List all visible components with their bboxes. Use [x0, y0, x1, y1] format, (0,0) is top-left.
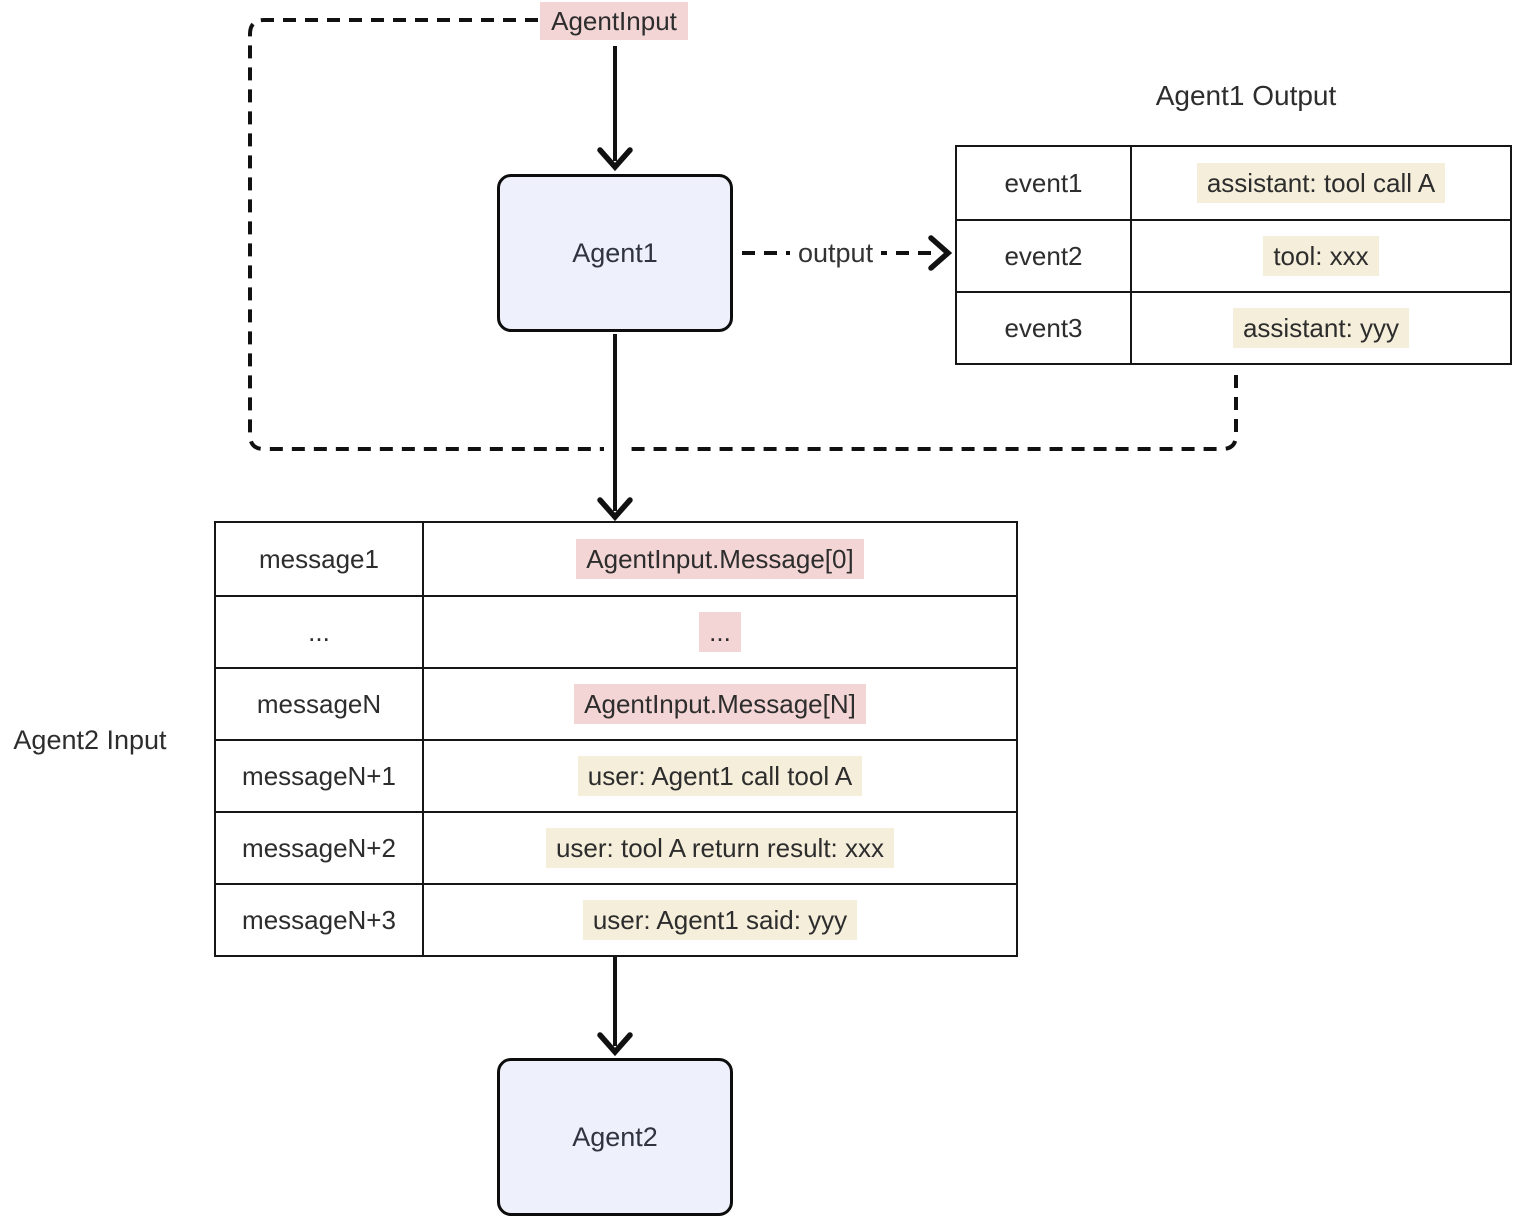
table-row: event1 assistant: tool call A [957, 147, 1510, 219]
row-value: tool: xxx [1132, 221, 1510, 291]
row-value-text: AgentInput.Message[N] [574, 683, 866, 725]
row-key: ... [216, 597, 424, 667]
output-edge-label: output [790, 234, 882, 272]
agent2-input-table: message1 AgentInput.Message[0] ... ... m… [214, 521, 1018, 957]
row-value-text: assistant: tool call A [1196, 162, 1446, 204]
row-value-text: tool: xxx [1263, 235, 1379, 277]
agent1-node-label: Agent1 [572, 237, 658, 268]
output-edge-label-text: output [798, 237, 874, 268]
agent2-input-title: Agent2 Input [4, 722, 176, 758]
arrowhead-down-icon [597, 1032, 633, 1057]
table-row: messageN+1 user: Agent1 call tool A [216, 739, 1016, 811]
arrowhead-down-icon [597, 147, 633, 172]
row-value-text: user: Agent1 call tool A [577, 755, 863, 797]
agent1-output-title-text: Agent1 Output [1155, 80, 1337, 111]
table-row: ... ... [216, 595, 1016, 667]
agent1-output-title: Agent1 Output [1096, 78, 1396, 114]
arrowhead-right-icon [928, 235, 953, 271]
table-row: messageN+2 user: tool A return result: x… [216, 811, 1016, 883]
row-value-text: user: tool A return result: xxx [545, 827, 895, 869]
row-key: message1 [216, 523, 424, 595]
agent-input-label-text: AgentInput [551, 5, 677, 36]
table-row: messageN+3 user: Agent1 said: yyy [216, 883, 1016, 955]
table-row: messageN AgentInput.Message[N] [216, 667, 1016, 739]
table-row: event3 assistant: yyy [957, 291, 1510, 363]
row-value: user: tool A return result: xxx [424, 813, 1016, 883]
agent2-node-label: Agent2 [572, 1121, 658, 1152]
row-value: AgentInput.Message[N] [424, 669, 1016, 739]
table-row: event2 tool: xxx [957, 219, 1510, 291]
row-key: messageN+2 [216, 813, 424, 883]
row-value: assistant: yyy [1132, 293, 1510, 363]
row-value: ... [424, 597, 1016, 667]
row-value-text: AgentInput.Message[0] [576, 538, 864, 580]
agent2-input-title-text: Agent2 Input [13, 724, 167, 755]
row-value-text: user: Agent1 said: yyy [582, 899, 858, 941]
edge-agentinput-to-merge-dashed [248, 18, 604, 451]
agent1-node: Agent1 [497, 174, 733, 332]
arrowhead-down-icon [597, 497, 633, 522]
row-key: messageN+1 [216, 741, 424, 811]
row-key: event2 [957, 221, 1132, 291]
row-key: messageN+3 [216, 885, 424, 955]
row-value: assistant: tool call A [1132, 147, 1510, 219]
row-key: event1 [957, 147, 1132, 219]
row-key: event3 [957, 293, 1132, 363]
row-value-text: assistant: yyy [1232, 307, 1410, 349]
table-row: message1 AgentInput.Message[0] [216, 523, 1016, 595]
edge-agent1output-to-merge-dashed [627, 375, 1238, 451]
agent-input-label: AgentInput [540, 2, 688, 40]
row-value: user: Agent1 call tool A [424, 741, 1016, 811]
agent1-output-table: event1 assistant: tool call A event2 too… [955, 145, 1512, 365]
row-value: user: Agent1 said: yyy [424, 885, 1016, 955]
row-value: AgentInput.Message[0] [424, 523, 1016, 595]
row-key: messageN [216, 669, 424, 739]
agent2-node: Agent2 [497, 1058, 733, 1216]
row-value-text: ... [699, 611, 741, 653]
